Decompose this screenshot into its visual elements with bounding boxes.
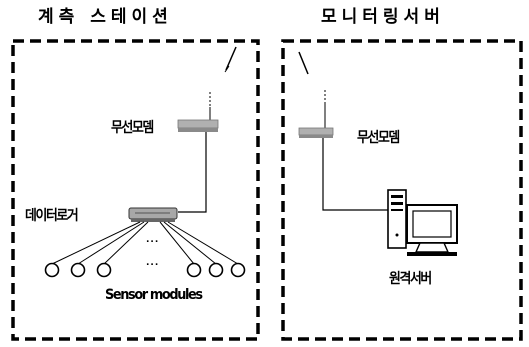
sensor-icon [70, 262, 86, 278]
wireless-link-left-icon [224, 46, 237, 73]
sensor-modules [44, 262, 246, 278]
sensor-icon [186, 262, 202, 278]
wireless-link-right-icon [298, 51, 309, 75]
station-panel-title: 계측 스테이션 [38, 7, 173, 27]
station-link-line [178, 132, 207, 213]
sensor-icon [44, 262, 60, 278]
station-modem-icon [177, 119, 219, 132]
sensor-cables [51, 221, 239, 265]
sensor-icon [96, 262, 112, 278]
station-panel-border [11, 39, 260, 341]
ellipsis-bottom: ... [146, 258, 160, 268]
sensor-modules-label: Sensor modules [105, 287, 203, 303]
station-modem-label: 무선모뎀 [111, 120, 154, 136]
pc-tower-icon [387, 189, 407, 249]
server-panel-title: 모니터링서버 [321, 7, 445, 27]
server-modem-icon [298, 127, 334, 138]
server-modem-label: 무선모뎀 [357, 130, 400, 146]
monitor-icon [406, 204, 458, 256]
server-panel-border [281, 39, 523, 341]
data-logger-icon [128, 207, 178, 222]
ellipsis-top: ... [146, 235, 160, 245]
data-logger-label: 데이터로거 [25, 208, 79, 224]
server-link-line [322, 138, 388, 211]
sensor-icon [208, 262, 224, 278]
sensor-icon [230, 262, 246, 278]
remote-server-label: 원격서버 [389, 271, 432, 287]
